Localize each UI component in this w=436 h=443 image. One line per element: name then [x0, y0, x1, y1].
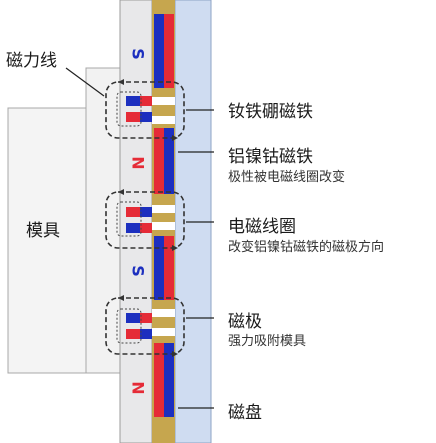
mold-outer-block: [7, 107, 99, 374]
pole-letter-s-top: S: [129, 48, 148, 60]
pole-letter-n-mid: N: [129, 156, 148, 169]
alnico-label: 铝镍钴磁铁: [228, 147, 313, 167]
coil-sub-label: 改变铝镍钴磁铁的磁极方向: [228, 240, 385, 255]
field-lines-label: 磁力线: [6, 51, 57, 71]
coil-label: 电磁线圈: [228, 217, 296, 237]
pole-label: 磁极: [228, 312, 262, 332]
chuck-label: 磁盘: [228, 403, 262, 423]
pole-column: [119, 0, 153, 443]
mold-inner-block: [85, 67, 121, 374]
ndfeb-label: 钕铁硼磁铁: [228, 102, 313, 122]
inner-field-loops: [116, 91, 142, 344]
leader-lines: [65, 67, 214, 409]
pole-sub-label: 强力吸附模具: [228, 334, 307, 349]
alnico-sub-label: 极性被电磁线圈改变: [228, 170, 346, 185]
pole-letter-s-lower: S: [129, 265, 148, 277]
field-line-boxes: [105, 81, 185, 355]
mold-label: 模具: [26, 221, 60, 241]
ndfeb-magnets: [126, 96, 152, 339]
alnico-magnets: [154, 14, 174, 417]
field-arrowheads: [118, 79, 178, 357]
coil-slots: [152, 97, 175, 336]
pole-letter-n-bottom: N: [129, 381, 148, 394]
